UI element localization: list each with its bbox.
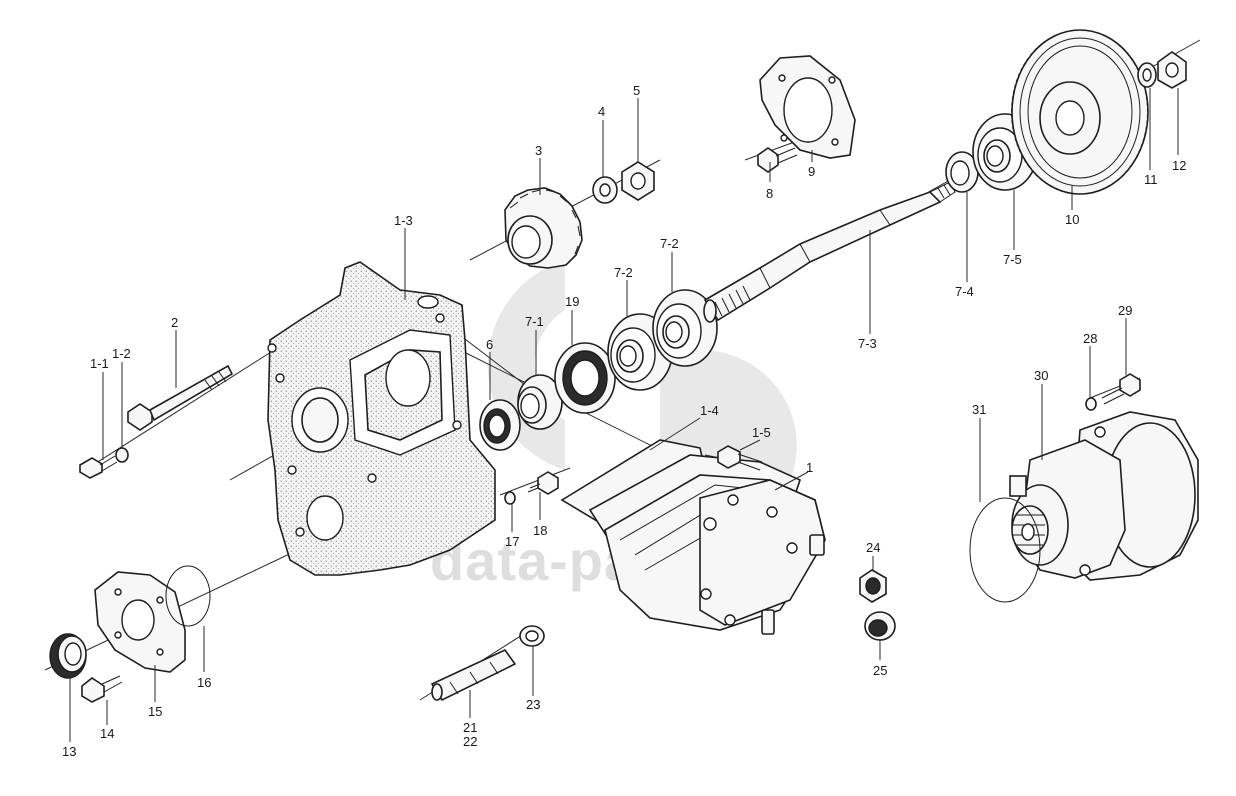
part-23-clip [519, 625, 545, 647]
part-6-seal [479, 399, 521, 451]
part-10-large-gear [1011, 29, 1149, 195]
callout-7-4: 7-4 [955, 284, 974, 299]
part-7-3-shaft [703, 181, 956, 323]
callout-6: 6 [486, 337, 493, 352]
callout-1-4: 1-4 [700, 403, 719, 418]
callout-31: 31 [972, 402, 986, 417]
part-14-bolt [81, 675, 123, 703]
callout-1-3: 1-3 [394, 213, 413, 228]
callout-7-2-b: 7-2 [660, 236, 679, 251]
part-7-4-spacer [945, 151, 979, 193]
callout-10: 10 [1065, 212, 1079, 227]
part-1-cover-block [560, 439, 826, 635]
part-5-nut [621, 161, 655, 201]
part-1-1-bolt [79, 455, 118, 479]
callout-23: 23 [526, 697, 540, 712]
callout-7-2-a: 7-2 [614, 265, 633, 280]
callout-4: 4 [598, 104, 605, 119]
part-21-pin [430, 648, 517, 702]
part-12-nut [1157, 51, 1187, 89]
callout-3: 3 [535, 143, 542, 158]
callout-1-1: 1-1 [90, 356, 109, 371]
callout-13: 13 [62, 744, 76, 759]
callout-labels: 1 1-1 1-2 1-3 1-4 1-5 2 3 4 5 6 7-1 7-2 … [62, 83, 1186, 759]
callout-1-5: 1-5 [752, 425, 771, 440]
callout-17: 17 [505, 534, 519, 549]
callout-22: 22 [463, 734, 477, 749]
part-15-flange [94, 571, 186, 673]
part-1-2-washer [115, 447, 129, 463]
part-3-pinion-gear [504, 187, 583, 269]
callout-15: 15 [148, 704, 162, 719]
part-7-2-bearing-b [652, 289, 718, 367]
part-1-3-housing [267, 261, 496, 576]
callout-2: 2 [171, 315, 178, 330]
part-18-screw [527, 471, 559, 495]
callout-1-2: 1-2 [112, 346, 131, 361]
part-25-cap [864, 611, 896, 641]
part-31-o-ring [969, 497, 1041, 603]
part-29-bolt [1101, 373, 1141, 405]
callout-9: 9 [808, 164, 815, 179]
callout-16: 16 [197, 675, 211, 690]
part-7-5-bearing [972, 113, 1038, 191]
callout-28: 28 [1083, 331, 1097, 346]
callout-12: 12 [1172, 158, 1186, 173]
part-19-seal-ring [554, 342, 616, 414]
callout-7-3: 7-3 [858, 336, 877, 351]
part-2-long-bolt [127, 364, 234, 431]
callout-7-5: 7-5 [1003, 252, 1022, 267]
part-9-flange-plate [759, 55, 856, 159]
callout-leaders [69, 88, 1179, 742]
part-17-washer [504, 491, 516, 505]
callout-8: 8 [766, 186, 773, 201]
part-24-nut [859, 569, 887, 603]
part-28-washer [1085, 397, 1097, 411]
callout-21: 21 [463, 720, 477, 735]
part-7-1-bushing [517, 374, 563, 430]
callout-30: 30 [1034, 368, 1048, 383]
callout-1: 1 [806, 460, 813, 475]
callout-19: 19 [565, 294, 579, 309]
part-11-washer [1137, 62, 1157, 88]
part-30-pump-unit [1009, 411, 1199, 581]
part-8-bolt [757, 147, 798, 173]
part-16-o-ring [165, 565, 211, 627]
callout-14: 14 [100, 726, 114, 741]
callout-24: 24 [866, 540, 880, 555]
callout-25: 25 [873, 663, 887, 678]
callout-7-1: 7-1 [525, 314, 544, 329]
callout-29: 29 [1118, 303, 1132, 318]
callout-18: 18 [533, 523, 547, 538]
callout-5: 5 [633, 83, 640, 98]
callout-11: 11 [1144, 172, 1158, 187]
part-13-seal [49, 633, 87, 679]
part-4-washer [592, 176, 618, 204]
part-1-5-bolt [717, 445, 763, 471]
